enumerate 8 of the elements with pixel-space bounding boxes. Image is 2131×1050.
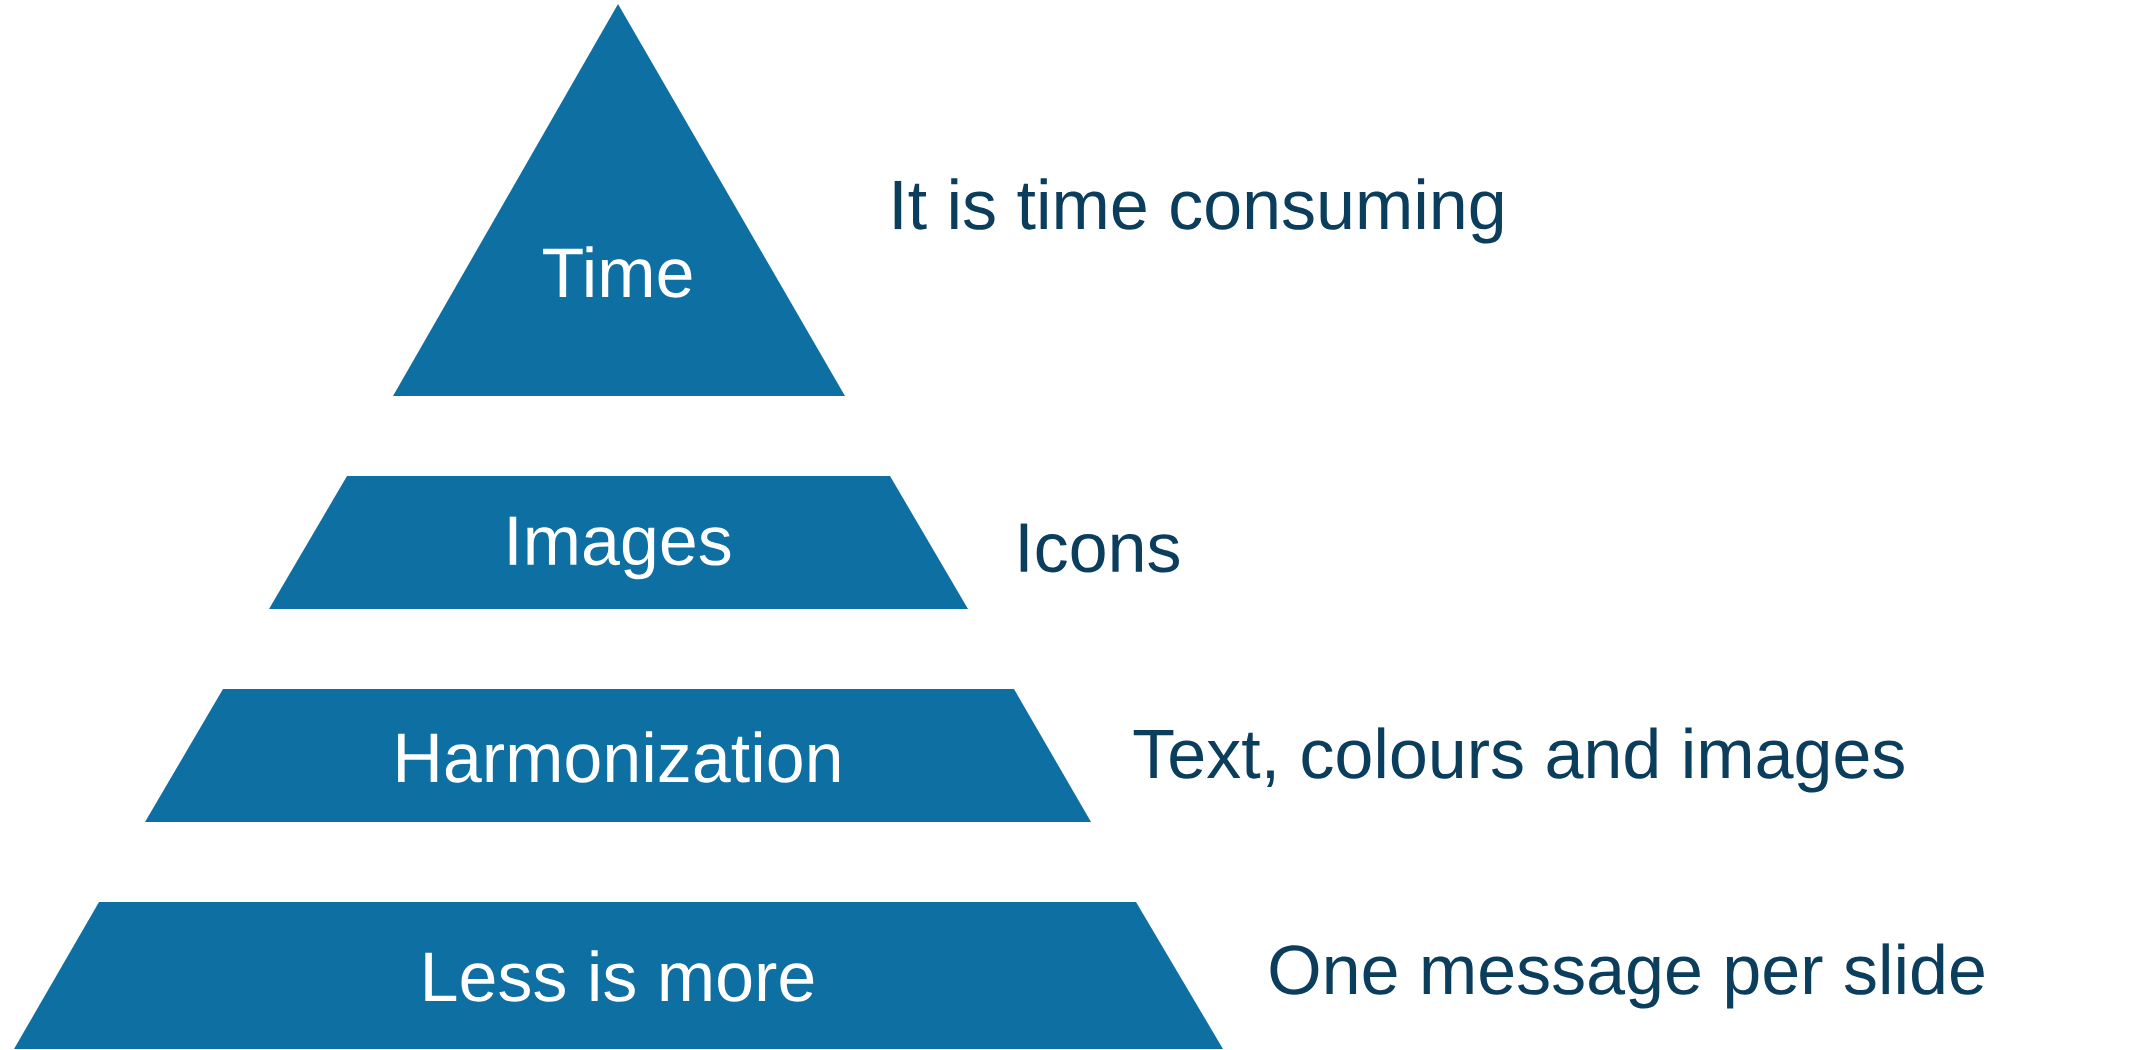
- side-note: One message per slide: [1270, 943, 1984, 1009]
- pyramid-layer: Harmonization: [145, 689, 1091, 822]
- pyramid-apex: Time: [393, 4, 845, 396]
- pyramid-layer: Images: [269, 476, 968, 609]
- side-note: It is time consuming: [894, 178, 1503, 244]
- side-note: Icons: [1020, 523, 1179, 573]
- pyramid-layer: Less is more: [14, 902, 1223, 1049]
- side-note: Text, colours and images: [1133, 727, 1904, 793]
